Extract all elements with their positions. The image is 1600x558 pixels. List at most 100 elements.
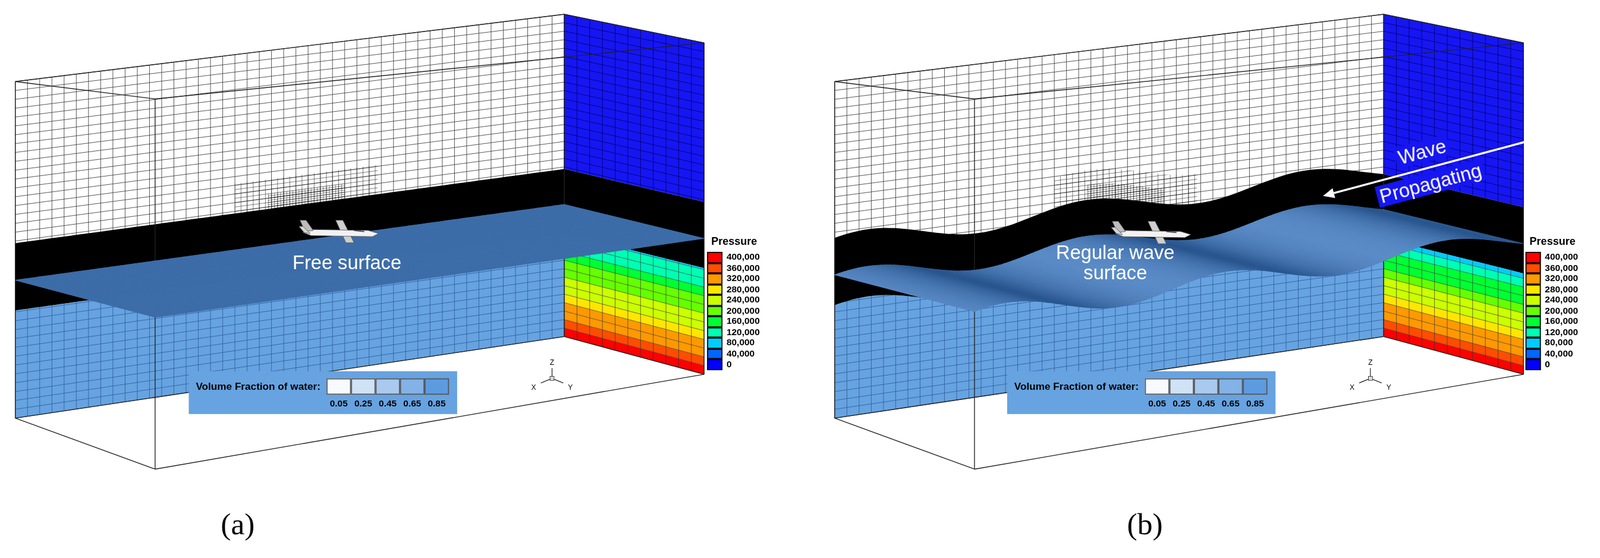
water-mesh-line (834, 22, 1384, 91)
right-air-mesh-line (1383, 39, 1524, 69)
axis (1359, 368, 1382, 384)
right-air-mesh-line (564, 14, 704, 43)
right-air-mesh-line (1383, 65, 1524, 96)
legend-swatch (326, 378, 351, 395)
right-air-mesh-line (564, 39, 704, 69)
right-air-mesh-line (1383, 90, 1524, 122)
legend-swatch (1193, 378, 1219, 395)
legend-swatch (1525, 262, 1542, 274)
legend-value: 200,000 (726, 305, 760, 317)
right-air-mesh-line (564, 133, 704, 166)
refined-mesh-line (15, 105, 565, 177)
refined-mesh-line (15, 35, 565, 105)
right-air-mesh-line (1383, 107, 1524, 140)
legend-value: 400,000 (726, 252, 760, 263)
domain-edge-line (15, 336, 565, 418)
right-water-mesh-line (1497, 266, 1499, 368)
water-mesh-line (15, 22, 565, 91)
refined-mesh-line (834, 86, 1384, 157)
water-mesh-line (15, 115, 565, 188)
right-water-mesh-line (564, 285, 704, 323)
arrow-head (1322, 188, 1335, 199)
axis-label: Z (549, 359, 555, 367)
legend-swatch (706, 262, 723, 274)
air-mesh-line (834, 48, 1384, 118)
refined-mesh-line (15, 82, 565, 153)
refined-mesh-line (15, 114, 565, 187)
water-mesh-line (15, 336, 565, 418)
refined-mesh-line (834, 48, 1384, 118)
refined-mesh-line (834, 90, 1384, 162)
refined-mesh-line (564, 14, 565, 337)
refined-mesh-line (15, 95, 565, 166)
air-mesh-line (564, 14, 565, 337)
water-mesh-line (15, 56, 565, 126)
legend-swatch (1525, 348, 1542, 360)
right-water-mesh-line (1510, 270, 1511, 372)
water-mesh-line (834, 56, 1384, 126)
axis-label: Y (567, 383, 573, 391)
air-mesh-line (834, 82, 1384, 153)
water-mesh-line (14, 81, 16, 418)
refined-mesh-line (15, 90, 565, 162)
refined-mesh-line (834, 56, 1384, 126)
surface-strip (541, 206, 687, 242)
refined-mesh-line (15, 20, 565, 89)
legend-value: 160,000 (726, 316, 760, 328)
label-holder: Free surface (292, 252, 402, 275)
right-water-mesh-line (614, 246, 616, 351)
refined-mesh-line (1212, 35, 1213, 363)
legend-swatch (706, 348, 723, 360)
axis-triad (1359, 368, 1382, 384)
legend-value: 320,000 (1544, 273, 1579, 285)
legend-swatch (1525, 305, 1542, 317)
refined-mesh-line (15, 95, 565, 166)
domain-edge-line (15, 418, 156, 470)
refined-mesh-line (15, 82, 565, 153)
label-holder: X (1349, 383, 1355, 392)
refined-mesh-line (834, 82, 1384, 153)
refined-mesh-line (15, 26, 565, 95)
water-mesh-line (15, 107, 565, 179)
right-water-mesh-line (1408, 244, 1410, 344)
air-mesh-line (15, 48, 565, 118)
water-mesh-line (15, 302, 565, 383)
refined-mesh-line (834, 16, 1384, 84)
refined-mesh-line (564, 14, 565, 337)
refined-mesh-line (834, 73, 1384, 144)
right-water-mesh-line (1485, 263, 1486, 364)
right-air-mesh-line (564, 107, 704, 140)
domain-edge-line (834, 81, 975, 99)
right-air-mesh-line (1383, 73, 1524, 105)
water-mesh-line (1383, 14, 1385, 337)
refined-mesh-line (15, 26, 565, 95)
refined-mesh-line (834, 35, 1384, 105)
refined-mesh-line (15, 54, 565, 124)
legend-value: 40,000 (726, 348, 755, 360)
right-air-mesh-line (564, 73, 704, 105)
refined-mesh-line (834, 29, 1384, 97)
refined-mesh-line (834, 82, 1384, 153)
air-mesh-line (15, 65, 565, 135)
legend-ground (1007, 371, 1276, 415)
legend-value: 0.85 (1246, 398, 1265, 410)
refined-mesh-line (15, 63, 565, 133)
domain-edge-line (564, 14, 704, 43)
refined-mesh-line (15, 103, 565, 175)
refined-mesh-line (834, 103, 1384, 175)
refined-mesh-line (15, 18, 565, 87)
right-water-mesh-line (564, 336, 704, 374)
refined-mesh-line (834, 26, 1384, 95)
refined-mesh-line (834, 107, 1384, 179)
refined-mesh-line (834, 90, 1384, 162)
refined-mesh-line (15, 22, 565, 91)
right-water-mesh-line (564, 277, 704, 314)
refined-mesh-line (15, 24, 565, 93)
right-air-mesh-line (589, 19, 590, 176)
right-water-mesh-line (627, 249, 628, 354)
legend-value: 0.45 (378, 398, 397, 410)
air-mesh-line (1383, 14, 1385, 337)
water-mesh-line (15, 319, 565, 401)
refined-mesh-line (15, 73, 565, 144)
legend-value: 0.05 (329, 398, 348, 410)
